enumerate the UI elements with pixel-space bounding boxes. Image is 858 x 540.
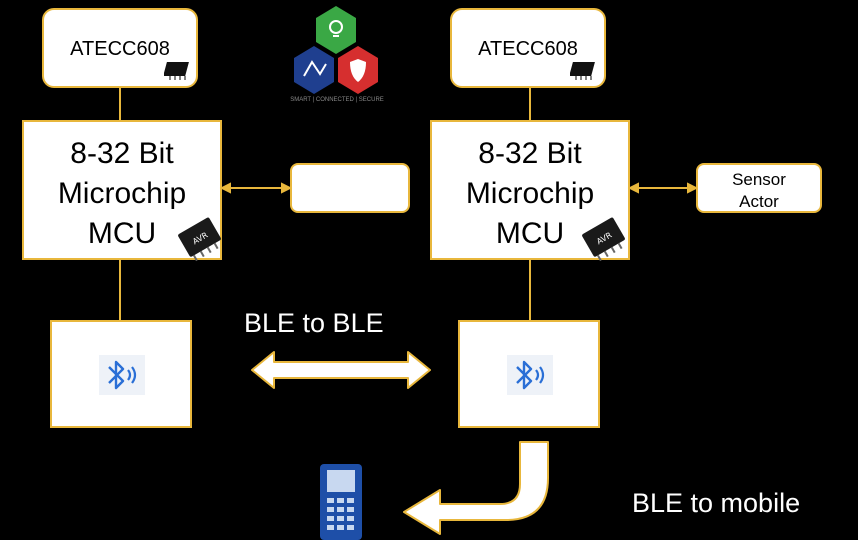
mobile-phone-icon bbox=[320, 464, 362, 540]
bluetooth-icon bbox=[99, 355, 145, 395]
mcu-side-arrow-left bbox=[219, 182, 293, 194]
left-mcu-label: 8-32 Bit Microchip MCU bbox=[24, 134, 220, 254]
chip-icon bbox=[164, 62, 189, 80]
left-atecc608-label: ATECC608 bbox=[70, 38, 170, 60]
left-mcu-line-3: MCU bbox=[87, 217, 157, 250]
left-ble-box bbox=[50, 320, 192, 428]
right-mcu-line-2: Microchip bbox=[465, 177, 595, 210]
chip-icon bbox=[570, 62, 595, 80]
right-mcu-label: 8-32 Bit Microchip MCU bbox=[432, 134, 628, 254]
right-atecc608-label: ATECC608 bbox=[478, 38, 578, 60]
sensor-label: Sensor bbox=[732, 170, 786, 189]
ble-to-ble-caption: BLE to BLE bbox=[244, 308, 384, 338]
ble-to-mobile-arrow bbox=[403, 441, 549, 535]
connector-right-bottom bbox=[529, 258, 531, 320]
sensor-actor-label: Sensor Actor bbox=[698, 169, 820, 213]
mcu-sensor-arrow bbox=[627, 182, 699, 194]
right-mcu-box: 8-32 Bit Microchip MCU AVR bbox=[430, 120, 630, 262]
left-mcu-box: 8-32 Bit Microchip MCU AVR bbox=[22, 120, 222, 262]
logo bbox=[294, 6, 378, 94]
avr-chip-icon: AVR bbox=[178, 217, 221, 262]
sensor-actor-box: Sensor Actor bbox=[696, 163, 822, 213]
ble-to-mobile-caption: BLE to mobile bbox=[632, 488, 801, 518]
avr-chip-icon: AVR bbox=[582, 217, 625, 262]
logo-tagline: SMART | CONNECTED | SECURE bbox=[290, 97, 384, 103]
right-atecc608-box: ATECC608 bbox=[450, 8, 606, 88]
lightbulb-icon bbox=[316, 6, 356, 54]
connector-right-top bbox=[529, 86, 531, 120]
right-ble-box bbox=[458, 320, 600, 428]
ble-to-ble-arrow bbox=[251, 351, 431, 389]
left-mcu-line-1: 8-32 Bit bbox=[70, 137, 174, 170]
connector-left-bottom bbox=[119, 258, 121, 320]
network-icon bbox=[294, 46, 334, 94]
left-side-box bbox=[290, 163, 410, 213]
left-mcu-line-2: Microchip bbox=[57, 177, 187, 210]
connector-left-top bbox=[119, 86, 121, 120]
right-mcu-line-1: 8-32 Bit bbox=[478, 137, 582, 170]
left-atecc608-box: ATECC608 bbox=[42, 8, 198, 88]
bluetooth-icon bbox=[507, 355, 553, 395]
right-mcu-line-3: MCU bbox=[495, 217, 565, 250]
actor-label: Actor bbox=[739, 192, 779, 211]
